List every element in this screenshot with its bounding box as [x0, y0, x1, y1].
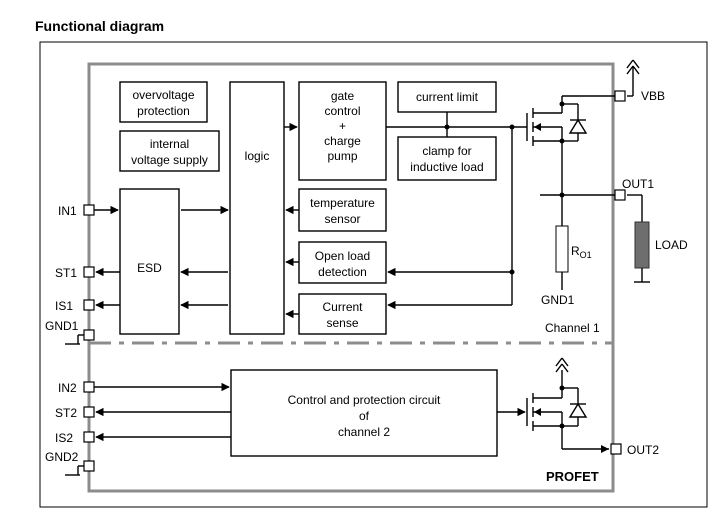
- gnd1-label: GND1: [45, 319, 79, 333]
- svg-text:pump: pump: [327, 149, 357, 163]
- diagram-title: Functional diagram: [35, 18, 164, 34]
- st2-pin: [83, 406, 95, 418]
- logic-block: logic: [229, 81, 285, 335]
- mosfet-channel1-icon: [526, 96, 588, 195]
- svg-text:overvoltage: overvoltage: [132, 88, 194, 102]
- overvoltage-protection-block: overvoltage protection: [119, 81, 208, 123]
- svg-text:+: +: [339, 119, 346, 133]
- vbb-label: VBB: [641, 89, 665, 103]
- svg-text:Current: Current: [322, 300, 363, 314]
- resistor-ro1: [555, 225, 569, 273]
- st2-label: ST2: [55, 406, 77, 420]
- svg-text:channel 2: channel 2: [338, 425, 390, 439]
- current-limit-block: current limit: [397, 81, 497, 113]
- in2-pin: [83, 381, 95, 393]
- st1-pin: [83, 266, 95, 278]
- svg-text:sense: sense: [326, 316, 358, 330]
- out1-label: OUT1: [622, 177, 654, 191]
- temperature-sensor-block: temperature sensor: [298, 188, 387, 232]
- load-component: [634, 221, 650, 269]
- svg-text:clamp for: clamp for: [422, 144, 471, 158]
- clamp-inductive-load-block: clamp for inductive load: [397, 136, 497, 181]
- out2-label: OUT2: [627, 443, 659, 457]
- svg-text:ESD: ESD: [137, 261, 162, 275]
- gnd1-pin: [83, 329, 95, 341]
- outer-frame: [39, 41, 708, 508]
- out2-pin: [610, 443, 622, 455]
- in1-pin: [83, 204, 95, 216]
- svg-text:sensor: sensor: [324, 212, 360, 226]
- control-protection-ch2-block: Control and protection circuit of channe…: [230, 369, 498, 457]
- internal-voltage-supply-block: internal voltage supply: [119, 130, 220, 172]
- gate-control-charge-pump-block: gate control + charge pump: [298, 81, 387, 181]
- esd-block: ESD: [119, 188, 180, 335]
- gnd1-resistor-label: GND1: [541, 293, 575, 307]
- is2-pin: [83, 431, 95, 443]
- svg-text:charge: charge: [324, 134, 361, 148]
- open-load-detection-block: Open load detection: [298, 241, 387, 284]
- svg-text:Control and protection circuit: Control and protection circuit: [288, 393, 441, 407]
- is1-pin: [83, 299, 95, 311]
- svg-text:of: of: [359, 409, 370, 423]
- gnd2-label: GND2: [45, 450, 79, 464]
- is1-label: IS1: [55, 299, 73, 313]
- svg-text:voltage supply: voltage supply: [131, 153, 208, 167]
- svg-text:temperature: temperature: [310, 196, 375, 210]
- st1-label: ST1: [55, 266, 77, 280]
- svg-text:detection: detection: [318, 265, 367, 279]
- is2-label: IS2: [55, 431, 73, 445]
- gnd2-pin: [83, 460, 95, 472]
- in2-label: IN2: [58, 381, 77, 395]
- svg-text:inductive load: inductive load: [410, 160, 483, 174]
- load-label: LOAD: [655, 238, 688, 252]
- svg-text:protection: protection: [137, 104, 190, 118]
- mosfet-channel2-icon: [526, 357, 588, 449]
- out1-pin: [614, 189, 626, 201]
- svg-text:gate: gate: [331, 89, 355, 103]
- resistor-label: RO1: [571, 244, 592, 260]
- vbb-pin: [614, 90, 626, 102]
- svg-text:logic: logic: [245, 149, 270, 163]
- profet-label: PROFET: [546, 469, 599, 484]
- svg-text:current limit: current limit: [416, 90, 479, 104]
- channel1-label: Channel 1: [545, 321, 600, 335]
- svg-text:internal: internal: [150, 137, 189, 151]
- in1-label: IN1: [58, 204, 77, 218]
- svg-text:Open load: Open load: [315, 249, 370, 263]
- svg-text:control: control: [324, 104, 360, 118]
- current-sense-block: Current sense: [298, 293, 387, 335]
